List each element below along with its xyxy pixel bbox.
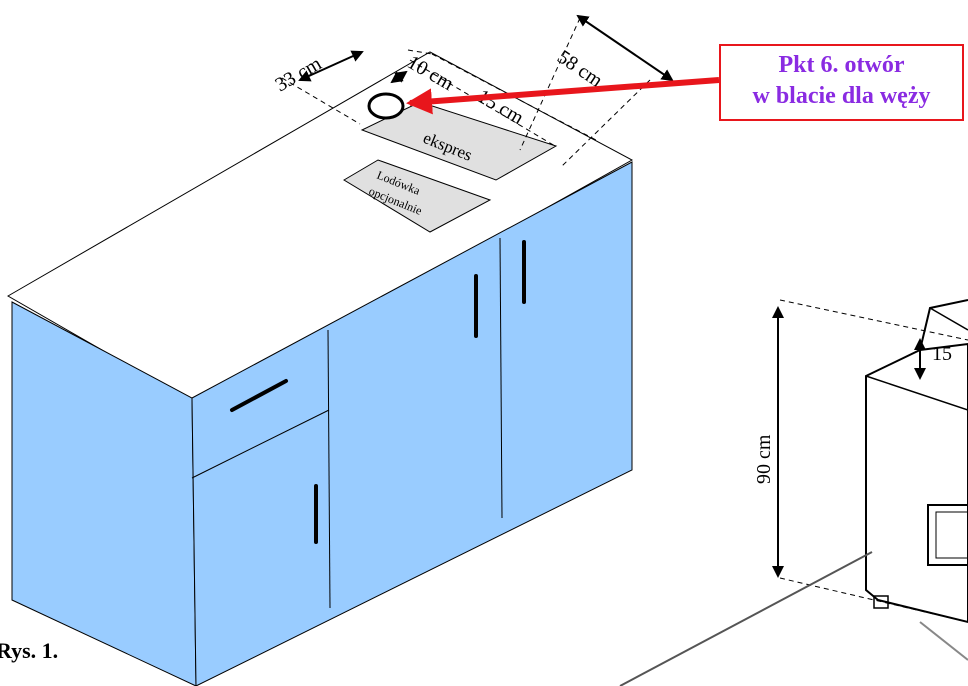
dim-arrow-10 [390, 70, 408, 84]
fridge-area [343, 159, 492, 233]
dim-label-58: 58 cm [553, 46, 607, 92]
dim-label-15-clearance: 15 [932, 343, 952, 365]
callout-line2: w blacie dla węży [752, 83, 931, 109]
callout-arrow [406, 77, 720, 115]
dim-label-90: 90 cm [753, 434, 775, 484]
hose-hole [367, 92, 405, 120]
cabinet-panel-lines [191, 237, 503, 609]
callout-box: Pkt 6. otwór w blacie dla węży [719, 44, 964, 121]
drawer-handle [230, 379, 288, 412]
callout-line1: Pkt 6. otwór [778, 52, 905, 78]
dim-arrow-33 [298, 50, 364, 82]
figure-label: Rys. 1. [0, 638, 59, 663]
floor-line [619, 551, 873, 686]
floor-line-right [919, 621, 968, 661]
dim-arrow-58 [576, 14, 674, 82]
dim-label-33: 33 cm [272, 52, 326, 96]
cabinet-side [11, 301, 197, 686]
